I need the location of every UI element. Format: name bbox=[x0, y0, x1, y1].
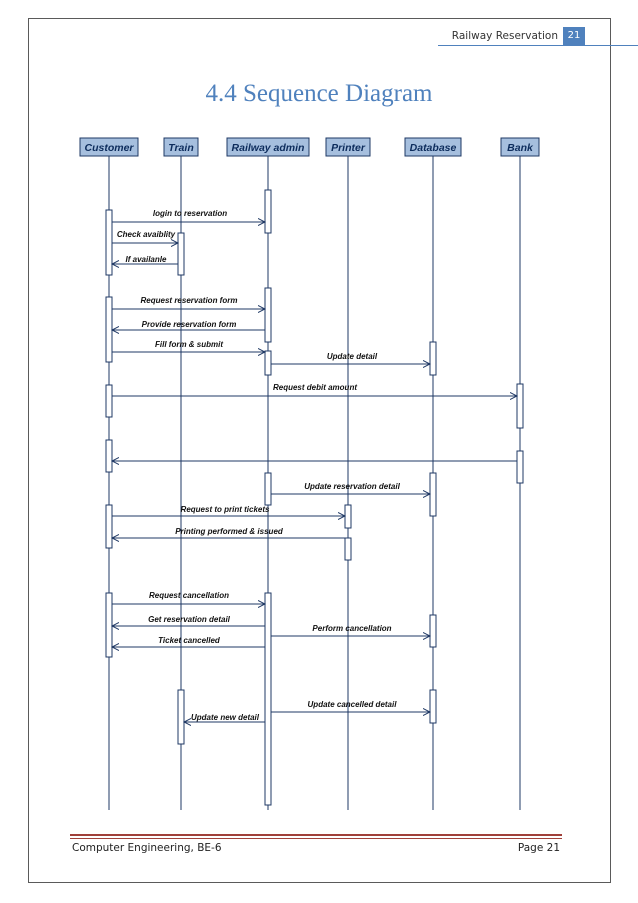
participant-database-box bbox=[404, 137, 462, 157]
participant-bank-box bbox=[500, 137, 540, 157]
activation-bar-admin bbox=[264, 472, 272, 506]
activation-bar-printer bbox=[344, 504, 352, 529]
activation-bar-database bbox=[429, 689, 437, 724]
activation-bar-customer bbox=[105, 384, 113, 418]
running-header-title: Railway Reservation bbox=[451, 30, 558, 42]
activation-bar-train bbox=[177, 232, 185, 276]
participant-printer-box bbox=[325, 137, 371, 157]
message-label: Ticket cancelled bbox=[158, 636, 221, 645]
running-header-page-number: 21 bbox=[563, 27, 585, 45]
activation-bar-customer bbox=[105, 296, 113, 363]
message-label: Get reservation detail bbox=[148, 615, 231, 624]
participant-train-box bbox=[163, 137, 199, 157]
participant-bank-label: Bank bbox=[507, 142, 534, 154]
message-label: Update new detail bbox=[191, 713, 260, 722]
footer-rule-thin bbox=[70, 838, 562, 839]
message-label: Check avaiblity bbox=[117, 230, 176, 239]
activation-bar-admin bbox=[264, 592, 272, 806]
message-label: Request to print tickets bbox=[181, 505, 270, 514]
footer-left-text: Computer Engineering, BE-6 bbox=[72, 842, 222, 854]
footer-rule bbox=[70, 834, 562, 836]
page-border bbox=[28, 18, 611, 883]
message-label: login to reservation bbox=[153, 209, 227, 218]
participant-customer-label: Customer bbox=[84, 142, 134, 154]
participant-database-label: Database bbox=[410, 142, 457, 154]
activation-bar-customer bbox=[105, 209, 113, 276]
activation-bar-admin bbox=[264, 350, 272, 376]
activation-bar-database bbox=[429, 614, 437, 648]
message-label: Request reservation form bbox=[141, 296, 238, 305]
message-label: Request cancellation bbox=[149, 591, 229, 600]
header-rule bbox=[438, 45, 638, 46]
activation-bar-train bbox=[177, 689, 185, 745]
section-title: 4.4 Sequence Diagram bbox=[205, 80, 433, 107]
message-label: Printing performed & issued bbox=[175, 527, 284, 536]
activation-bar-printer bbox=[344, 537, 352, 561]
message-label: Fill form & submit bbox=[155, 340, 223, 349]
message-label: Update reservation detail bbox=[304, 482, 400, 491]
message-label: Perform cancellation bbox=[312, 624, 391, 633]
message-label: Update detail bbox=[327, 352, 378, 361]
participant-customer-box bbox=[79, 137, 139, 157]
activation-bar-database bbox=[429, 472, 437, 517]
participant-admin-box bbox=[226, 137, 310, 157]
activation-bar-customer bbox=[105, 592, 113, 658]
participant-printer-label: Printer bbox=[331, 142, 366, 154]
participant-train-label: Train bbox=[168, 142, 193, 154]
participant-admin-label: Railway admin bbox=[232, 142, 305, 154]
activation-bar-bank bbox=[516, 450, 524, 484]
message-label: If availanle bbox=[126, 255, 167, 264]
footer-page-label: Page 21 bbox=[517, 842, 560, 854]
activation-bar-admin bbox=[264, 287, 272, 343]
activation-bar-bank bbox=[516, 383, 524, 429]
message-label: Update cancelled detail bbox=[308, 700, 398, 709]
message-label: Provide reservation form bbox=[142, 320, 237, 329]
activation-bar-customer bbox=[105, 439, 113, 473]
activation-bar-admin bbox=[264, 189, 272, 234]
activation-bar-customer bbox=[105, 504, 113, 549]
activation-bar-database bbox=[429, 341, 437, 376]
message-label: Request debit amount bbox=[273, 383, 357, 392]
